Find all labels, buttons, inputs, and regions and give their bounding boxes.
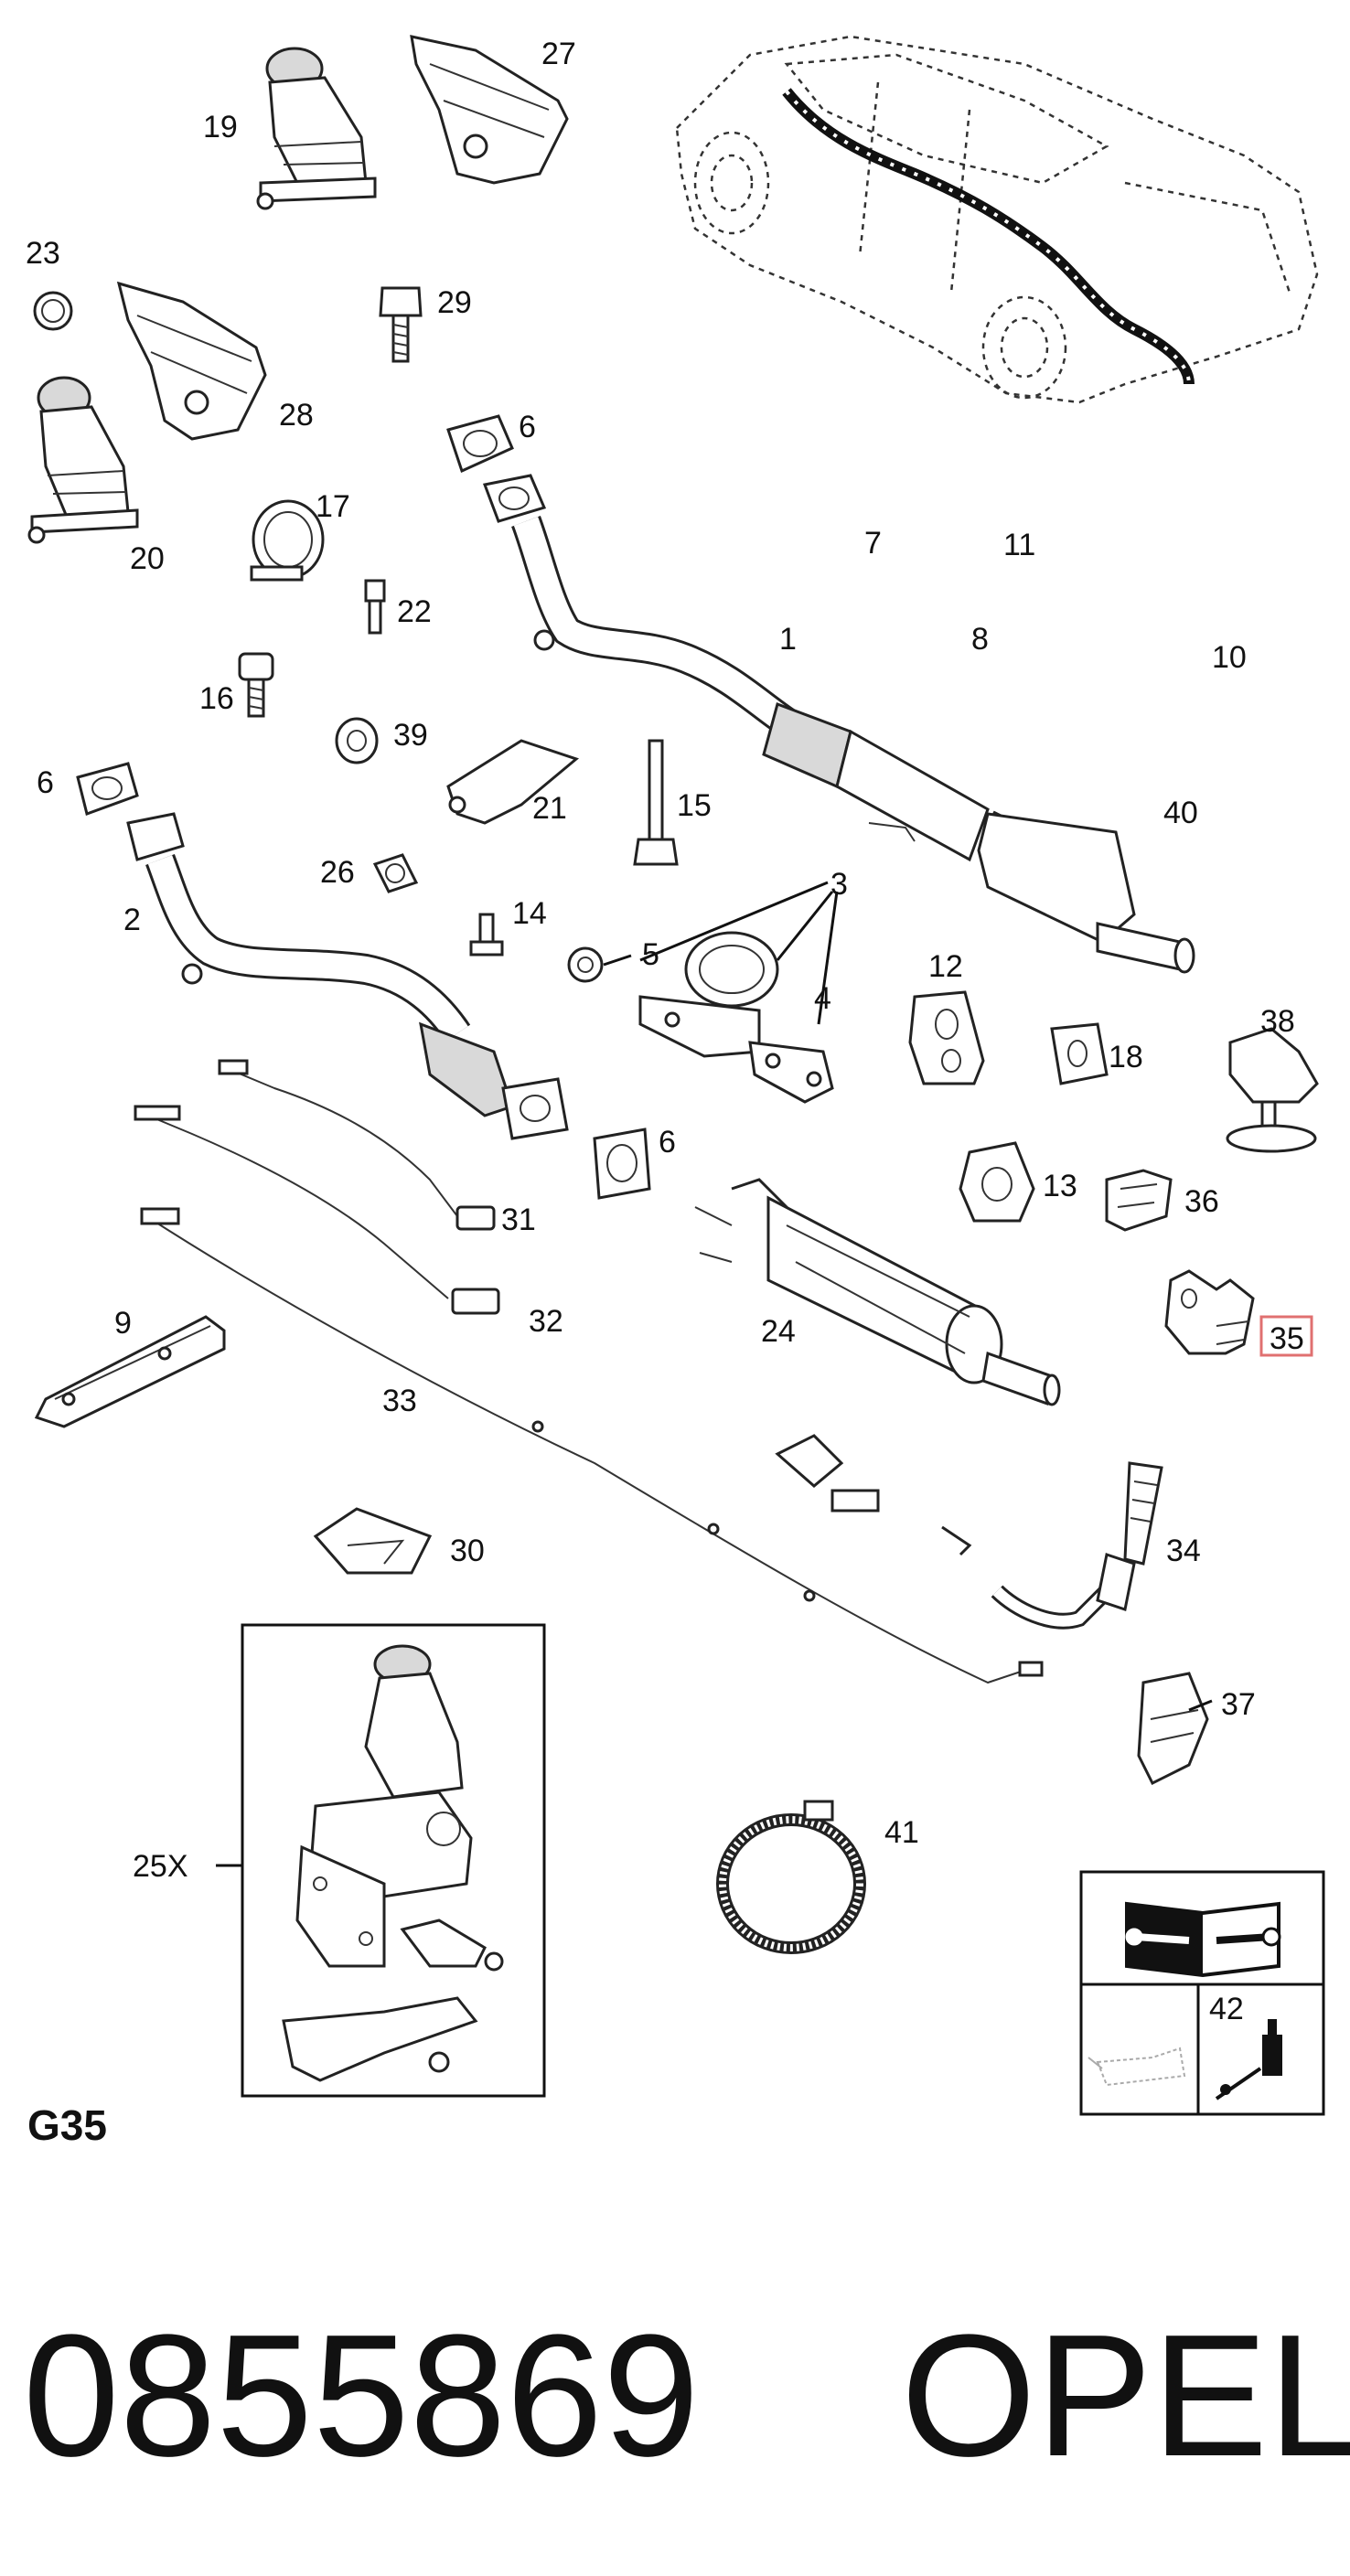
callout-23[interactable]: 23 [26, 236, 60, 271]
callout-38[interactable]: 38 [1260, 1004, 1295, 1039]
heat-shield-27[interactable] [410, 35, 569, 185]
bracket-21[interactable] [446, 739, 580, 825]
callout-1[interactable]: 1 [779, 622, 797, 657]
manual-wrench-icon [1125, 1901, 1281, 1978]
callout-13[interactable]: 13 [1043, 1169, 1077, 1203]
callout-22[interactable]: 22 [397, 594, 432, 629]
callout-41[interactable]: 41 [884, 1815, 919, 1850]
clip-37[interactable] [1137, 1672, 1209, 1786]
callout-4[interactable]: 4 [814, 981, 831, 1016]
callout-11[interactable]: 11 [1003, 528, 1035, 562]
gasket-6a[interactable] [446, 414, 514, 474]
hanger-38[interactable] [1226, 1027, 1319, 1153]
callout-10[interactable]: 10 [1212, 640, 1247, 675]
bolt-16[interactable] [238, 652, 274, 718]
stud-14[interactable] [469, 913, 504, 957]
part-number: 0855869 [23, 2299, 700, 2493]
brand-name: OPEL [901, 2299, 1350, 2493]
callout-15[interactable]: 15 [677, 788, 712, 823]
heat-shield-28[interactable] [116, 281, 267, 441]
rubber-mount-13[interactable] [959, 1141, 1035, 1223]
clamp-17[interactable] [250, 499, 325, 582]
bracket-4[interactable] [748, 1041, 834, 1104]
callout-6b[interactable]: 6 [37, 765, 54, 800]
callout-7[interactable]: 7 [864, 526, 882, 561]
clamp-3[interactable] [638, 931, 779, 1058]
highlight-box-35 [1259, 1315, 1313, 1357]
nut-5[interactable] [567, 946, 604, 983]
catalytic-converter-19[interactable] [256, 47, 377, 210]
service-symbols-box [1079, 1870, 1325, 2116]
temperature-sensor-34[interactable] [775, 1434, 1163, 1630]
callout-24[interactable]: 24 [761, 1314, 796, 1349]
oil-can-icon [1088, 2047, 1186, 2087]
callout-labels: 19 27 23 29 28 6 20 17 22 16 39 21 15 1 … [26, 37, 1304, 2026]
callout-14[interactable]: 14 [512, 896, 547, 931]
callout-37[interactable]: 37 [1221, 1687, 1256, 1722]
bracket-35[interactable] [1164, 1269, 1255, 1355]
bolt-29[interactable] [379, 286, 423, 363]
sensor-31[interactable] [218, 1059, 496, 1231]
callout-27[interactable]: 27 [541, 37, 576, 71]
callout-32[interactable]: 32 [529, 1304, 563, 1339]
leader-lines [603, 881, 1213, 1712]
kit-box-25x[interactable] [216, 1623, 546, 2098]
callout-30[interactable]: 30 [450, 1534, 485, 1568]
stud-22[interactable] [364, 579, 386, 635]
sensor-32[interactable] [134, 1105, 500, 1315]
callout-6a[interactable]: 6 [519, 410, 536, 444]
callout-42[interactable]: 42 [1209, 1992, 1244, 2026]
callout-8[interactable]: 8 [971, 622, 989, 657]
plate-30[interactable] [313, 1507, 433, 1575]
callout-31[interactable]: 31 [501, 1202, 536, 1237]
callout-33[interactable]: 33 [382, 1384, 417, 1418]
callout-35[interactable]: 35 [1270, 1321, 1304, 1356]
exhaust-pipe-2[interactable] [126, 812, 569, 1140]
callout-26[interactable]: 26 [320, 855, 355, 890]
band-clamp-41[interactable] [716, 1800, 866, 1954]
gasket-ring-23[interactable] [33, 291, 73, 331]
gasket-6c[interactable] [593, 1128, 651, 1200]
silencer-24[interactable] [694, 1178, 1061, 1406]
callout-9[interactable]: 9 [114, 1306, 132, 1341]
rubber-hanger-12[interactable] [908, 990, 985, 1085]
callout-18[interactable]: 18 [1109, 1040, 1143, 1074]
callout-17[interactable]: 17 [316, 489, 350, 524]
gasket-6b[interactable] [76, 762, 139, 816]
callout-36[interactable]: 36 [1184, 1184, 1219, 1219]
diagram-code: G35 [27, 2101, 107, 2149]
nut-39[interactable] [335, 717, 379, 764]
exhaust-pipe-1[interactable] [482, 474, 1195, 974]
strap-9[interactable] [34, 1315, 226, 1428]
callout-20[interactable]: 20 [130, 541, 165, 576]
bolt-15[interactable] [633, 739, 679, 866]
callout-3[interactable]: 3 [830, 867, 848, 902]
callout-39[interactable]: 39 [393, 718, 428, 753]
callout-6c[interactable]: 6 [659, 1125, 676, 1160]
washer-26[interactable] [372, 853, 419, 893]
callout-25x[interactable]: 25X [133, 1849, 188, 1884]
callout-28[interactable]: 28 [279, 398, 314, 433]
sealant-tube-icon [1215, 2019, 1282, 2100]
callout-21[interactable]: 21 [532, 791, 567, 826]
rubber-block-18[interactable] [1050, 1022, 1109, 1085]
callout-34[interactable]: 34 [1166, 1534, 1201, 1568]
callout-12[interactable]: 12 [928, 949, 963, 984]
callout-2[interactable]: 2 [123, 903, 141, 937]
callout-29[interactable]: 29 [437, 285, 472, 320]
callout-16[interactable]: 16 [199, 681, 234, 716]
sensor-cable-33[interactable] [140, 1207, 1044, 1684]
callout-5[interactable]: 5 [642, 937, 659, 972]
callout-19[interactable]: 19 [203, 110, 238, 144]
vehicle-outline [675, 35, 1319, 404]
catalytic-converter-20[interactable] [27, 376, 139, 544]
callout-40[interactable]: 40 [1163, 796, 1198, 830]
clip-36[interactable] [1105, 1169, 1173, 1232]
